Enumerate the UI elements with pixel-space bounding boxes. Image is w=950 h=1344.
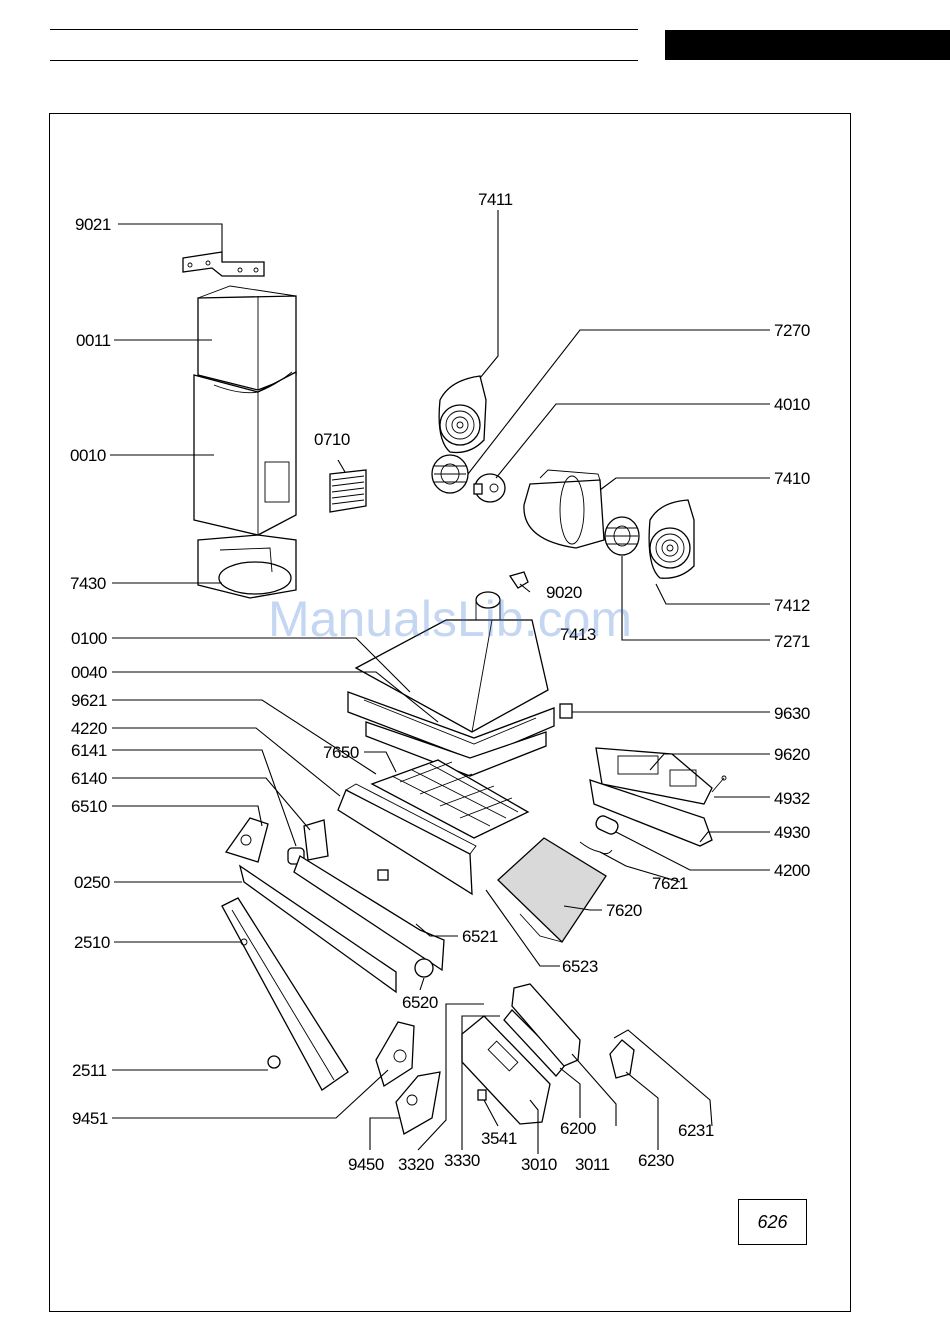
label-7410: 7410	[774, 469, 810, 488]
part-2511-screw	[268, 1056, 280, 1068]
part-7412-fan-housing	[649, 500, 694, 578]
label-6510: 6510	[71, 797, 107, 816]
label-6231: 6231	[678, 1121, 714, 1140]
part-3541-knob	[478, 1090, 486, 1100]
part-0011-upper-chimney	[198, 286, 296, 390]
label-6523: 6523	[562, 957, 598, 976]
label-3011: 3011	[575, 1155, 610, 1174]
part-6230-switch	[610, 1040, 634, 1078]
page-number: 626	[757, 1212, 787, 1233]
label-6520: 6520	[402, 993, 438, 1012]
part-9021-bracket	[183, 252, 264, 276]
label-6521: 6521	[462, 927, 498, 946]
part-7621-clip	[580, 842, 612, 854]
part-6140-lampholder	[304, 820, 328, 860]
label-6230: 6230	[638, 1151, 674, 1170]
part-7270-impeller	[432, 455, 468, 493]
watermark-text: ManualsLib.com	[268, 591, 632, 647]
part-9020-clip	[510, 572, 528, 588]
label-6140: 6140	[71, 769, 107, 788]
label-9620: 9620	[774, 745, 810, 764]
part-6520-lampholder	[415, 959, 433, 977]
part-4200-capacitor	[594, 814, 620, 836]
label-2511: 2511	[72, 1061, 107, 1080]
part-7411-fan-housing	[439, 376, 486, 453]
label-6141: 6141	[71, 741, 107, 760]
page-number-box: 626	[738, 1199, 807, 1245]
label-7650: 7650	[323, 743, 359, 762]
part-9450-switch	[396, 1072, 440, 1134]
label-3010: 3010	[521, 1155, 557, 1174]
label-4930: 4930	[774, 823, 810, 842]
label-2510: 2510	[74, 933, 110, 952]
label-9451: 9451	[72, 1109, 108, 1128]
label-3320: 3320	[398, 1155, 434, 1174]
part-7430-air-duct	[198, 535, 296, 598]
label-0710: 0710	[314, 430, 350, 449]
part-9630-plug	[560, 704, 572, 718]
label-9621: 9621	[71, 691, 107, 710]
part-4010-motor	[474, 474, 505, 502]
label-0010: 0010	[70, 446, 106, 465]
part-7271-impeller	[605, 517, 639, 555]
label-3330: 3330	[444, 1151, 480, 1170]
label-4932: 4932	[774, 789, 810, 808]
part-7620-carbon-filter	[498, 838, 606, 942]
part-0710-grille	[330, 470, 366, 512]
label-9021: 9021	[75, 215, 111, 234]
part-0010-lower-chimney	[194, 372, 296, 535]
label-0011: 0011	[76, 331, 111, 350]
label-3541: 3541	[481, 1129, 517, 1148]
label-9450: 9450	[348, 1155, 384, 1174]
label-9630: 9630	[774, 704, 810, 723]
label-7620: 7620	[606, 901, 642, 920]
label-0040: 0040	[71, 663, 107, 682]
label-7411: 7411	[478, 190, 513, 209]
label-4010: 4010	[774, 395, 810, 414]
part-7410-fan-scroll	[524, 470, 604, 548]
label-4200: 4200	[774, 861, 810, 880]
label-0250: 0250	[74, 873, 110, 892]
label-0100: 0100	[71, 629, 107, 648]
label-7621: 7621	[652, 874, 688, 893]
label-6200: 6200	[560, 1119, 596, 1138]
label-7430: 7430	[70, 574, 106, 593]
label-7270: 7270	[774, 321, 810, 340]
label-7412: 7412	[774, 596, 810, 615]
label-4220: 4220	[71, 719, 107, 738]
part-4932-screw	[712, 776, 726, 792]
label-7271: 7271	[774, 632, 810, 651]
